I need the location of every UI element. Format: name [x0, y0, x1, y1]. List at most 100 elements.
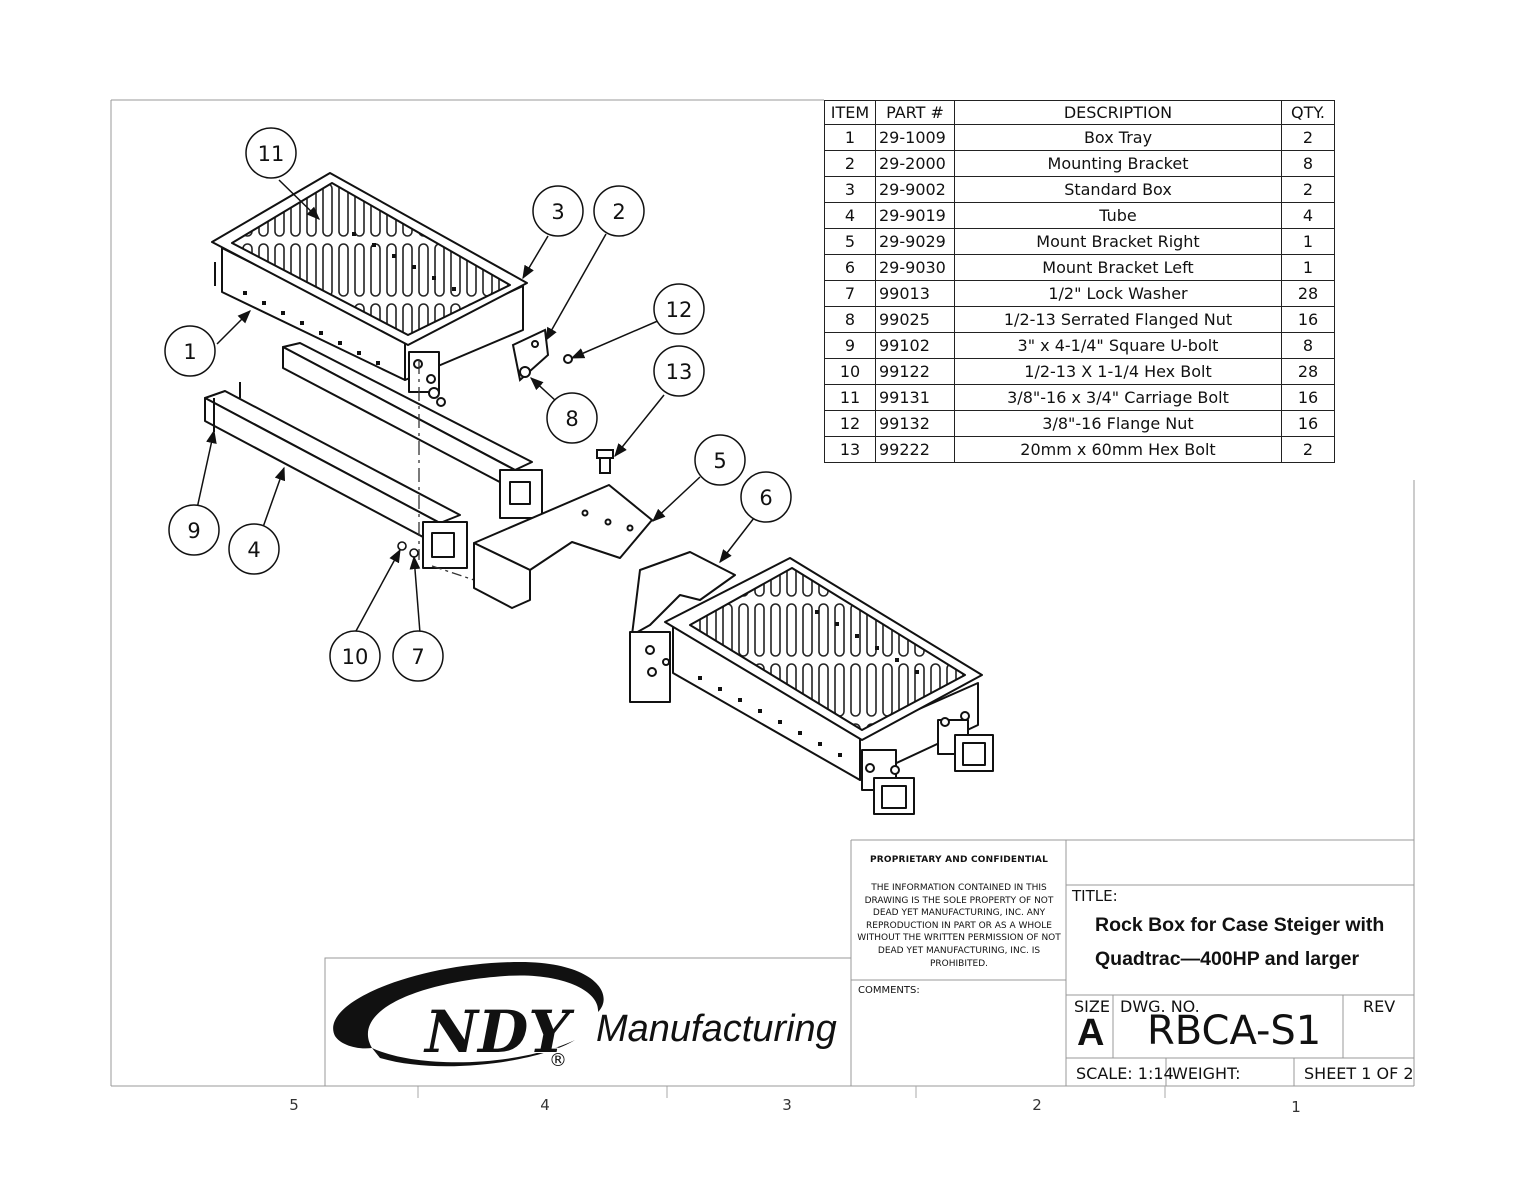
balloon-label-3: 3	[551, 200, 564, 224]
bom-part: 29-9030	[875, 254, 955, 281]
drawing-number: RBCA-S1	[1147, 1008, 1322, 1054]
bom-qty: 16	[1281, 384, 1335, 411]
balloon-4	[228, 523, 280, 575]
bom-description: 3/8"-16 Flange Nut	[954, 410, 1282, 437]
bom-qty: 1	[1281, 254, 1335, 281]
bom-header-description: DESCRIPTION	[954, 100, 1282, 125]
title-block-grid	[324, 839, 1414, 1087]
bom-description: Mount Bracket Left	[954, 254, 1282, 281]
zone-label-2: 2	[1032, 1096, 1042, 1114]
bom-header-part: PART #	[875, 100, 955, 125]
balloon-label-13: 13	[666, 360, 693, 384]
bom-description: Mount Bracket Right	[954, 228, 1282, 255]
leader-13	[614, 394, 665, 458]
drawing-number-label: DWG. NO.	[1120, 997, 1200, 1016]
comments-label: COMMENTS:	[858, 985, 920, 996]
upper-box-floor	[231, 182, 511, 336]
leader-7	[409, 555, 421, 634]
bom-part: 29-9002	[875, 176, 955, 203]
bom-qty: 28	[1281, 358, 1335, 385]
balloon-11	[245, 127, 297, 179]
bom-qty: 1	[1281, 228, 1335, 255]
lower-box-holes	[698, 610, 919, 757]
bom-part: 99013	[875, 280, 955, 307]
balloon-label-8: 8	[565, 407, 578, 431]
leader-2	[545, 233, 607, 342]
leader-3	[522, 235, 549, 280]
revision-label: REV	[1363, 997, 1396, 1016]
ndy-logo: NDY ®	[333, 962, 604, 1071]
upper-box-holes	[243, 232, 456, 365]
balloon-8	[546, 392, 598, 444]
lower-box-assembly	[629, 551, 994, 815]
proprietary-title: PROPRIETARY AND CONFIDENTIAL	[869, 855, 1049, 865]
balloon-label-9: 9	[187, 519, 200, 543]
bom-qty: 8	[1281, 150, 1335, 177]
balloon-label-11: 11	[258, 142, 285, 166]
leader-9	[195, 429, 217, 514]
bom-description: 3" x 4-1/4" Square U-bolt	[954, 332, 1282, 359]
logo-registered: ®	[549, 1050, 567, 1071]
bom-description: Mounting Bracket	[954, 150, 1282, 177]
bom-part: 99122	[875, 358, 955, 385]
leader-6	[719, 517, 755, 564]
balloon-label-1: 1	[183, 340, 196, 364]
bom-description: 1/2-13 Serrated Flanged Nut	[954, 306, 1282, 333]
balloon-labels: 11 3 2 12 1 13 8 5 6 9 4 10 7	[183, 142, 772, 669]
leader-4	[261, 466, 286, 531]
bom-item: 5	[824, 228, 876, 255]
balloon-label-5: 5	[713, 449, 726, 473]
bom-part: 29-9029	[875, 228, 955, 255]
bom-part: 99131	[875, 384, 955, 411]
bom-part: 29-2000	[875, 150, 955, 177]
bom-description: 3/8"-16 x 3/4" Carriage Bolt	[954, 384, 1282, 411]
bom-part: 99132	[875, 410, 955, 437]
leader-11	[278, 179, 320, 220]
bom-description: 1/2-13 X 1-1/4 Hex Bolt	[954, 358, 1282, 385]
mounting-bracket-part	[511, 328, 573, 382]
bom-qty: 2	[1281, 436, 1335, 463]
balloon-12	[653, 283, 705, 335]
proprietary-notice: THE INFORMATION CONTAINED IN THIS DRAWIN…	[857, 883, 1061, 969]
logo-swoosh	[333, 962, 604, 1049]
balloon-label-12: 12	[666, 298, 693, 322]
bom-item: 1	[824, 124, 876, 151]
leader-12	[570, 319, 661, 359]
balloon-label-4: 4	[247, 538, 260, 562]
bom-description: Box Tray	[954, 124, 1282, 151]
bom-item: 11	[824, 384, 876, 411]
balloon-label-6: 6	[759, 486, 772, 510]
rear-tube	[282, 342, 543, 519]
balloon-7	[392, 630, 444, 682]
bom-part: 29-1009	[875, 124, 955, 151]
sheet-number: SHEET 1 OF 2	[1304, 1064, 1414, 1083]
leader-1	[216, 310, 251, 345]
bom-item: 10	[824, 358, 876, 385]
front-tube	[204, 382, 468, 569]
zone-label-1: 1	[1291, 1098, 1301, 1116]
bom-qty: 2	[1281, 176, 1335, 203]
bom-qty: 4	[1281, 202, 1335, 229]
bolt-washer-part	[397, 541, 419, 558]
leader-5	[652, 476, 701, 522]
balloon-13	[653, 345, 705, 397]
bom-description: Tube	[954, 202, 1282, 229]
bom-item: 2	[824, 150, 876, 177]
bom-part: 99025	[875, 306, 955, 333]
bom-part: 99222	[875, 436, 955, 463]
bom-description: 20mm x 60mm Hex Bolt	[954, 436, 1282, 463]
title-label: TITLE:	[1072, 887, 1118, 905]
bom-description: Standard Box	[954, 176, 1282, 203]
lower-box-floor	[689, 567, 966, 731]
bom-item: 13	[824, 436, 876, 463]
